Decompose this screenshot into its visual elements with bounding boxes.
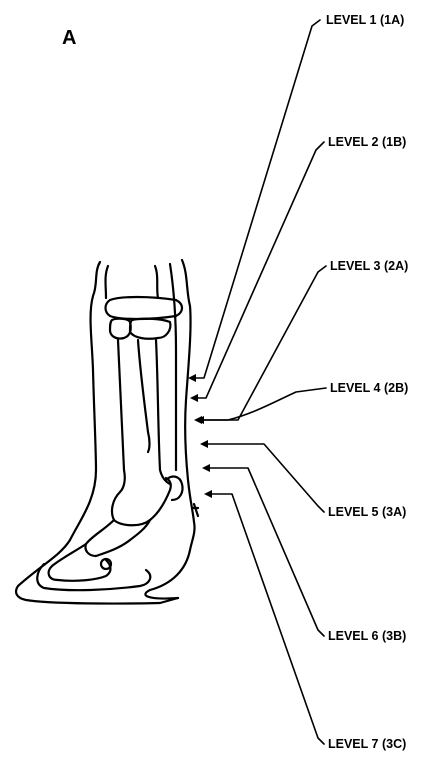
level-5-label: LEVEL 5 (3A) bbox=[328, 505, 406, 519]
leader-level-1 bbox=[194, 20, 320, 378]
arrowhead-level-2 bbox=[190, 394, 198, 402]
level-3-label: LEVEL 3 (2A) bbox=[330, 259, 408, 273]
hoof-wall-inner bbox=[37, 564, 150, 590]
fetlock-joint bbox=[112, 478, 171, 525]
level-2-label: LEVEL 2 (1B) bbox=[328, 135, 406, 149]
metacarpal-left-edge bbox=[118, 340, 125, 492]
cannon-bone-left bbox=[106, 266, 109, 298]
arrowhead-level-7 bbox=[204, 490, 212, 498]
leader-level-2 bbox=[196, 142, 324, 398]
arrowhead-level-1 bbox=[188, 374, 196, 382]
carpal-bone-1 bbox=[106, 297, 183, 319]
level-7-label: LEVEL 7 (3C) bbox=[328, 737, 406, 751]
limb-drawing bbox=[16, 260, 198, 604]
level-6-label: LEVEL 6 (3B) bbox=[328, 629, 406, 643]
cannon-bone-right-top bbox=[155, 266, 158, 298]
leader-level-4 bbox=[202, 388, 326, 420]
level-4-label: LEVEL 4 (2B) bbox=[330, 381, 408, 395]
limb-outer-right-outline bbox=[145, 260, 194, 599]
level-1-label: LEVEL 1 (1A) bbox=[326, 13, 404, 27]
panel-letter: A bbox=[62, 27, 76, 49]
level-labels: LEVEL 1 (1A) LEVEL 2 (1B) LEVEL 3 (2A) L… bbox=[326, 13, 408, 751]
splint-bone bbox=[138, 340, 150, 452]
arrowhead-level-6 bbox=[202, 464, 210, 472]
arrowhead-level-5 bbox=[200, 440, 208, 448]
leader-level-3 bbox=[200, 266, 326, 420]
metacarpal-right-edge bbox=[156, 340, 170, 484]
leader-level-7 bbox=[210, 494, 324, 744]
leader-lines bbox=[188, 20, 326, 744]
leader-level-5 bbox=[206, 444, 324, 512]
limb-outer-left-outline bbox=[16, 262, 178, 604]
carpal-bone-2 bbox=[110, 319, 131, 339]
limb-inner-right-line bbox=[170, 264, 176, 470]
carpal-bone-3 bbox=[130, 319, 170, 339]
